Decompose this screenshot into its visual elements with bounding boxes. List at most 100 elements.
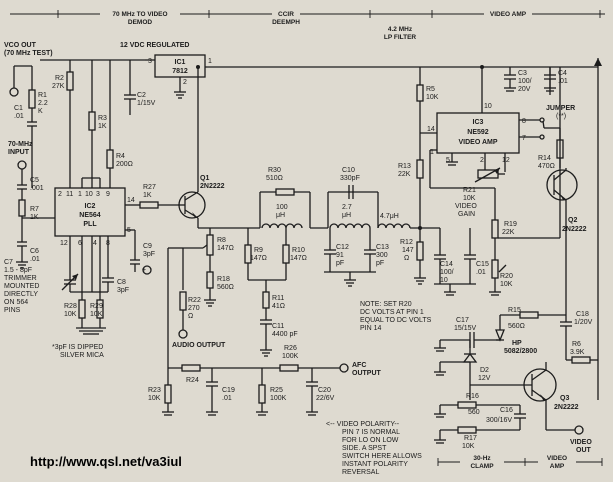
section-video-amp-bottom-subtitle: AMP xyxy=(550,463,565,470)
vco-out-jack[interactable] xyxy=(9,87,19,97)
ic2-pin-9: 9 xyxy=(106,191,110,198)
note-r20-line1: NOTE: SET R20 xyxy=(360,301,412,308)
section-clamp-subtitle: CLAMP xyxy=(470,463,494,470)
note-r20-line2: DC VOLTS AT PIN 1 xyxy=(360,309,424,316)
polarity-note-line5: SWITCH HERE ALLOWS xyxy=(342,453,422,460)
r12-label: R12 xyxy=(400,239,413,246)
polarity-note-line2: PIN 7 IS NORMAL xyxy=(342,429,400,436)
r9-value: 147Ω xyxy=(250,255,267,262)
c10-label: C10 xyxy=(342,167,355,174)
r18-label: R18 xyxy=(217,276,230,283)
ic2-pin-14: 14 xyxy=(127,197,135,204)
c18-label: C18 xyxy=(576,311,589,318)
c7-value: 1.5 - 8pF xyxy=(4,267,32,274)
r10-value: 147Ω xyxy=(290,255,307,262)
c10-value: 330pF xyxy=(340,175,360,182)
r25-value: 100K xyxy=(270,395,287,402)
video-out-jack[interactable] xyxy=(574,425,584,435)
note-r20-line4: PIN 14 xyxy=(360,325,382,332)
ic3-pin-7: 7 xyxy=(522,135,526,142)
hp-part: 5082/2800 xyxy=(504,348,537,355)
c4-value: .01 xyxy=(558,78,568,85)
afc-output-jack[interactable] xyxy=(339,363,349,373)
r12-value: 147 xyxy=(402,247,414,254)
q2-transistor xyxy=(546,169,578,201)
r3-label: R3 xyxy=(98,115,107,122)
c18-value: 1/20V xyxy=(574,319,593,326)
c9-label: C9 xyxy=(143,243,152,250)
r1-label: R1 xyxy=(38,92,47,99)
r3-value: 1K xyxy=(98,123,107,130)
c14-voltage: 10 xyxy=(440,277,448,284)
q2-label: Q2 xyxy=(568,217,577,224)
r8-label: R8 xyxy=(217,237,226,244)
r16-label: R16 xyxy=(466,393,479,400)
c8-value: 3pF xyxy=(117,287,129,294)
ic3-pin-5: 5 xyxy=(446,157,450,164)
audio-output-jack[interactable] xyxy=(178,329,188,339)
c11-label: C11 xyxy=(272,323,284,330)
polarity-note-line3: FOR LO ON LOW xyxy=(342,437,399,444)
l3-value: 4.7μH xyxy=(380,213,399,220)
c13-unit: pF xyxy=(376,260,384,267)
r30-label: R30 xyxy=(268,167,281,174)
c9-value: 3pF xyxy=(143,251,155,258)
section-video-amp-title: VIDEO AMP xyxy=(490,11,527,18)
polarity-note: <-- VIDEO POLARITY-- PIN 7 IS NORMAL FOR… xyxy=(326,421,422,476)
r22-label: R22 xyxy=(188,297,201,304)
ic3-pin-12: 12 xyxy=(502,157,510,164)
input-label: 70-MHz xyxy=(8,141,33,148)
ic3-video-amp: IC3 NE592 VIDEO AMP 10 14 1 8 7 5 2 12 R… xyxy=(398,65,575,296)
ic2-pin-6: 6 xyxy=(78,240,82,247)
lp-filter: C10 330pF 2.7 μH 4.7μH C12 91 pF C13 300… xyxy=(310,167,440,332)
c7-desc-3: DIRECTLY xyxy=(4,291,38,298)
r26-value: 100K xyxy=(282,353,299,360)
c12-value: 91 xyxy=(336,252,344,259)
ic1-pin-2: 2 xyxy=(183,79,187,86)
ic2-pin-4: 4 xyxy=(93,240,97,247)
section-deemph-title: CCIR xyxy=(278,11,294,18)
r15-value: 560Ω xyxy=(508,323,525,330)
c7-desc-2: MOUNTED xyxy=(4,283,39,290)
note-r20-line3: EQUAL TO DC VOLTS xyxy=(360,317,432,324)
l2-unit: μH xyxy=(342,212,351,219)
r14-label: R14 xyxy=(538,155,551,162)
ic2-part: NE564 xyxy=(79,212,101,219)
c2-value: 1/15V xyxy=(137,100,156,107)
r29-label: R29 xyxy=(90,303,103,310)
r9-label: R9 xyxy=(254,247,263,254)
q3-label: Q3 xyxy=(560,395,569,402)
vco-out-block: VCO OUT (70 MHz TEST) R1 2.2 K C1 .01 xyxy=(4,42,53,188)
vco-out-label: VCO OUT xyxy=(4,42,37,49)
section-demod-title: 70 MHz TO VIDEO xyxy=(112,11,167,18)
ic2-pll: IC2 NE564 PLL 2 11 1 10 3 9 14 5 12 6 4 … xyxy=(54,187,155,275)
polarity-note-line7: REVERSAL xyxy=(342,469,379,476)
c15-value: .01 xyxy=(476,269,486,276)
c1-value: .01 xyxy=(14,113,24,120)
r1-value: 2.2 xyxy=(38,100,48,107)
c7-desc-1: TRIMMER xyxy=(4,275,37,282)
r5-label: R5 xyxy=(426,86,435,93)
c3-value: 100/ xyxy=(518,78,532,85)
ic1-part: 7812 xyxy=(172,68,188,75)
ic3-pin-2: 2 xyxy=(480,157,484,164)
ic2-pin-12: 12 xyxy=(60,240,68,247)
c2-label: C2 xyxy=(137,92,146,99)
r20-value: 10K xyxy=(500,281,513,288)
ic2-pin-3: 3 xyxy=(96,191,100,198)
c17-value: 15/15V xyxy=(454,325,477,332)
r17-label: R17 xyxy=(464,435,477,442)
r20-label: R20 xyxy=(500,273,513,280)
input-jack[interactable] xyxy=(17,160,27,170)
audio-output-label: AUDIO OUTPUT xyxy=(172,342,226,349)
afc-output-sublabel: OUTPUT xyxy=(352,370,382,377)
l2-value: 2.7 xyxy=(342,204,352,211)
ic3-label: IC3 xyxy=(473,119,484,126)
c1-label: C1 xyxy=(14,105,23,112)
r13-value: 22K xyxy=(398,171,411,178)
c7-trimmer: C7 1.5 - 8pF TRIMMER MOUNTED DIRECTLY ON… xyxy=(4,236,92,314)
c11-value: 4400 pF xyxy=(272,331,298,338)
c7-desc-5: PINS xyxy=(4,307,21,314)
